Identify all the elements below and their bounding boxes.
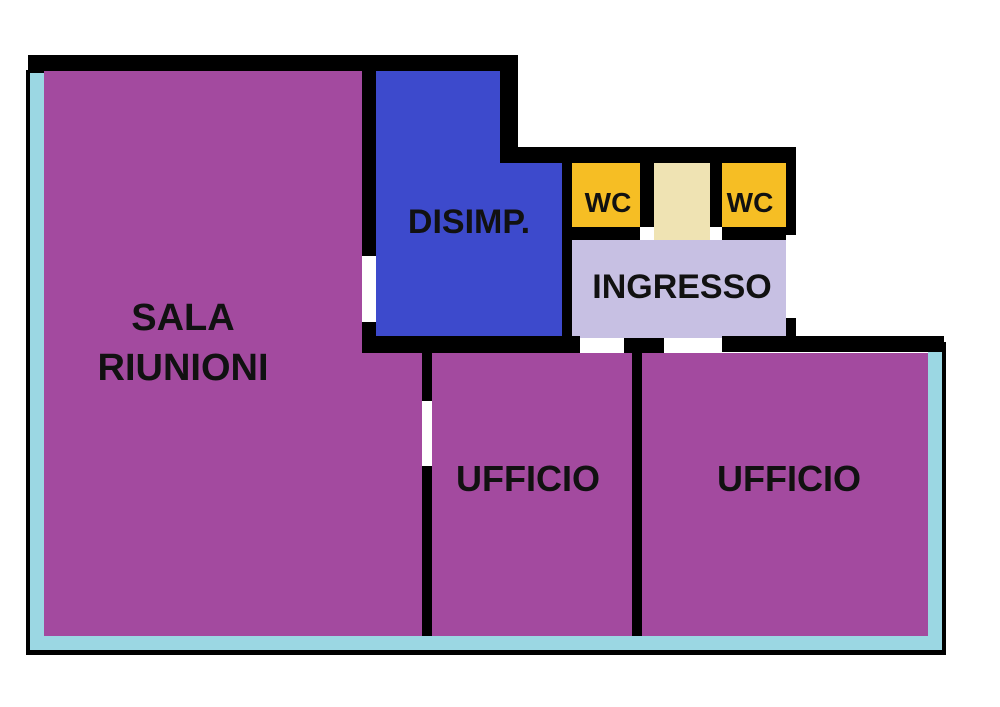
ingresso-label: INGRESSO [592, 268, 771, 306]
sala-riunioni-room [44, 70, 422, 636]
wc-right-room [722, 163, 786, 227]
wc-left-room [572, 163, 640, 227]
walls [26, 55, 946, 655]
ingresso-room [572, 240, 786, 338]
wc-left-label: WC [585, 187, 632, 218]
ufficio-left-room [432, 353, 632, 636]
disimpegno-label: DISIMP. [408, 203, 530, 241]
sala-riunioni-label-line1: SALA [131, 297, 234, 339]
wc-passage [654, 163, 710, 240]
sala-riunioni-label-line2: RIUNIONI [98, 347, 269, 389]
ufficio-left-label: UFFICIO [456, 458, 600, 499]
exterior-glazing [30, 70, 944, 650]
ufficio-right-room [642, 353, 928, 636]
wc-right-label: WC [727, 187, 774, 218]
disimpegno-room [376, 70, 562, 336]
ufficio-right-label: UFFICIO [717, 458, 861, 499]
